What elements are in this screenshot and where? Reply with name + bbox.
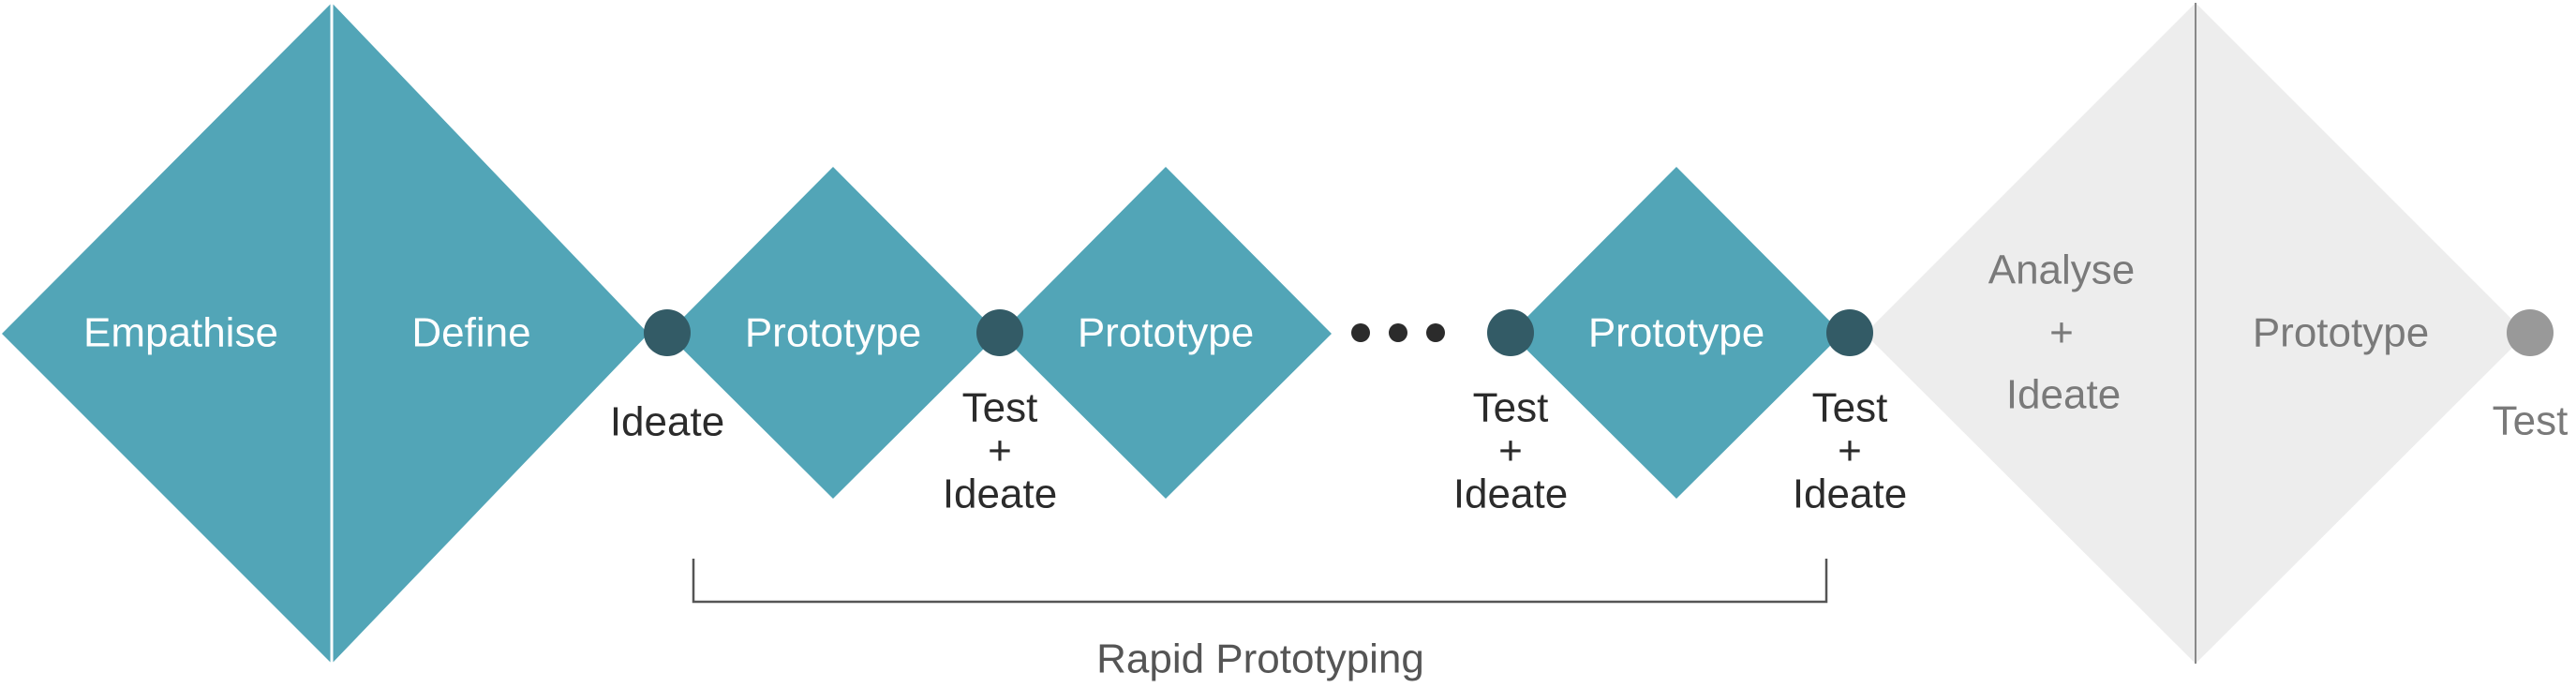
phase-prototype-2: Prototype [1078, 310, 1254, 356]
label-test-final: Test [2493, 398, 2569, 444]
node-ideate [644, 309, 691, 356]
phase-analyse-ideate: Ideate [2006, 372, 2121, 418]
label-ideate-1: Ideate [943, 471, 1057, 517]
rapid-prototyping-label: Rapid Prototyping [1096, 636, 1424, 682]
label-ideate-2: Ideate [1453, 471, 1568, 517]
prototype-diamond-3 [1511, 167, 1842, 499]
label-test-3: Test [1812, 385, 1888, 431]
ellipsis-dot [1426, 323, 1445, 342]
prototype-diamond-2 [1000, 167, 1332, 499]
phase-prototype-3: Prototype [1588, 310, 1764, 356]
node-test-ideate-2 [1487, 309, 1534, 356]
phase-prototype-final: Prototype [2253, 310, 2429, 356]
label-ideate-3: Ideate [1793, 471, 1907, 517]
ellipsis-dot [1351, 323, 1370, 342]
ellipsis-dot [1389, 323, 1407, 342]
phase-analyse: Analyse [1988, 247, 2136, 293]
phase-analyse-plus: + [2049, 310, 2074, 356]
node-test-ideate-1 [976, 309, 1023, 356]
phase-empathise: Empathise [83, 310, 278, 356]
label-ideate: Ideate [610, 399, 724, 445]
label-plus-1: + [988, 428, 1012, 474]
phase-define: Define [411, 310, 530, 356]
label-test-2: Test [1473, 385, 1549, 431]
label-plus-3: + [1838, 428, 1862, 474]
empathise-define-diamond [2, 3, 648, 664]
node-test-ideate-3 [1826, 309, 1873, 356]
prototype-diamond-1 [667, 167, 999, 499]
rapid-prototyping-bracket [692, 559, 1828, 604]
node-test-final [2507, 309, 2554, 356]
phase-prototype-1: Prototype [745, 310, 921, 356]
label-plus-2: + [1498, 428, 1523, 474]
label-test-1: Test [962, 385, 1038, 431]
